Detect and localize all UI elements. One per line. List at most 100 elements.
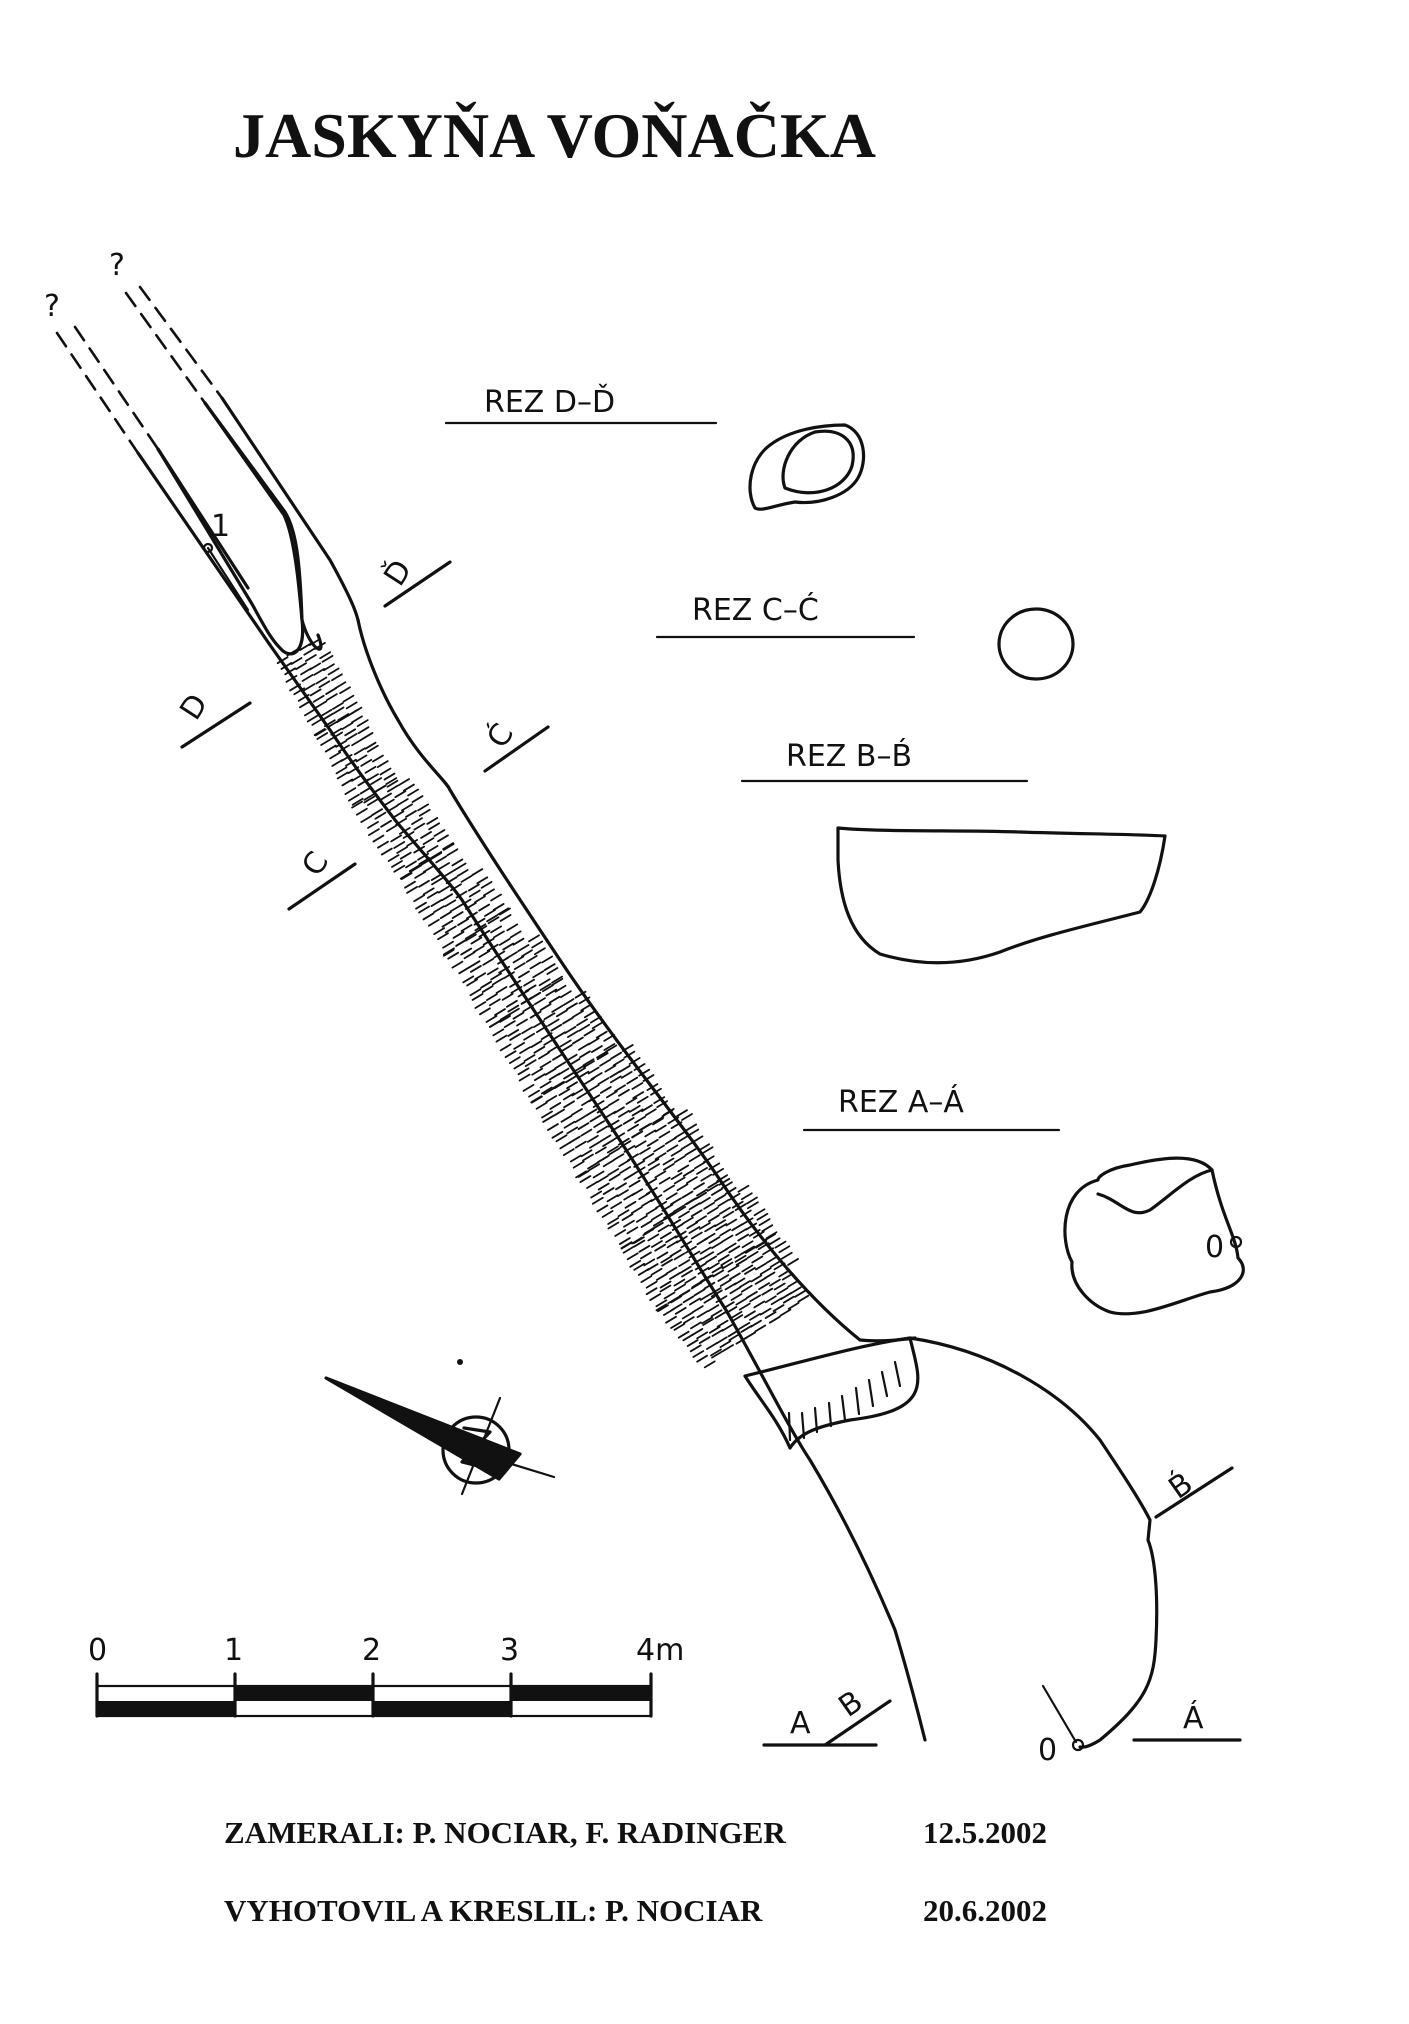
hatch-stroke — [357, 726, 370, 735]
hatch-stroke — [633, 1166, 646, 1175]
hatch-stroke — [422, 912, 435, 921]
cross-section-b-shape — [836, 826, 1167, 965]
hatch-stroke — [746, 1196, 758, 1205]
hatch-stroke — [428, 822, 441, 831]
hatch-stroke — [490, 893, 502, 902]
hatch-stroke — [562, 1148, 575, 1157]
hatch-stroke — [646, 1083, 659, 1091]
hatch-stroke — [492, 1028, 505, 1037]
hatch-stroke — [574, 1140, 587, 1149]
scale-label-4m: 4m — [636, 1633, 684, 1668]
hatch-stroke — [320, 738, 333, 746]
hatch-stroke — [284, 667, 297, 676]
hatch-stroke — [321, 654, 334, 663]
hatch-stroke — [392, 810, 405, 819]
hatch-stroke — [660, 1255, 673, 1264]
hatch-stroke — [707, 1262, 720, 1271]
hatch-stroke — [472, 945, 485, 954]
hatch-stroke — [710, 1309, 723, 1318]
hatch-stroke — [740, 1192, 753, 1201]
hatch-stroke — [754, 1262, 767, 1271]
hatch-stroke — [647, 1158, 660, 1166]
hatch-stroke — [612, 1153, 625, 1162]
hatch-stroke — [413, 894, 426, 903]
hatch-stroke — [702, 1155, 715, 1164]
hatch-stroke — [673, 1322, 686, 1331]
hatch-stroke — [564, 1025, 577, 1034]
hatch-stroke — [730, 1293, 743, 1301]
hatch-stroke — [482, 957, 495, 966]
hatch-stroke — [363, 795, 376, 804]
hatch-stroke — [610, 1201, 623, 1210]
hatch-stroke — [447, 951, 460, 960]
hatch-stroke — [297, 693, 310, 702]
hatch-stroke — [733, 1277, 746, 1286]
hatch-stroke — [345, 758, 357, 767]
hatch-stroke — [778, 1245, 791, 1254]
hatch-stroke — [574, 1067, 587, 1075]
hatch-stroke — [602, 1159, 615, 1168]
hatch-stroke — [607, 1221, 620, 1230]
hatch-stroke — [674, 1206, 687, 1214]
hatch-stroke — [548, 995, 561, 1004]
hatch-stroke — [320, 708, 333, 717]
hatch-stroke — [717, 1254, 730, 1262]
hatch-stroke — [681, 1216, 694, 1225]
hatch-stroke — [529, 961, 542, 970]
hatch-stroke — [435, 855, 448, 864]
hatch-stroke — [768, 1237, 781, 1246]
hatch-stroke — [696, 1310, 709, 1319]
hatch-stroke — [469, 988, 482, 997]
hatch-stroke — [427, 918, 440, 927]
hatch-stroke — [493, 930, 505, 939]
hatch-stroke — [721, 1234, 734, 1243]
hatch-stroke — [667, 1116, 680, 1125]
hatch-stroke — [657, 1304, 669, 1313]
hatch-stroke — [663, 1211, 676, 1219]
hatch-stroke — [490, 925, 503, 934]
hatch-stroke — [547, 1018, 560, 1027]
hatch-stroke — [657, 1224, 670, 1233]
hatch-stroke — [405, 810, 417, 818]
hatch-stroke — [698, 1196, 711, 1205]
hatch-stroke — [563, 1092, 575, 1101]
hatch-stroke — [634, 1115, 647, 1124]
hatch-stroke — [633, 1160, 646, 1168]
hatch-stroke — [714, 1311, 727, 1320]
hatch-stroke — [633, 1262, 646, 1271]
hatch-stroke — [650, 1087, 662, 1096]
hatch-stroke — [531, 1067, 544, 1076]
hatch-stroke — [498, 965, 510, 974]
hatch-stroke — [764, 1233, 776, 1241]
hatch-stroke — [318, 680, 331, 689]
hatch-stroke — [547, 1045, 560, 1054]
hatch-stroke — [674, 1306, 687, 1315]
hatch-stroke — [554, 984, 567, 993]
hatch-stroke — [645, 1280, 658, 1289]
hatch-stroke — [774, 1240, 787, 1249]
hatch-stroke — [569, 1154, 582, 1163]
hatch-stroke — [735, 1258, 748, 1266]
hatch-stroke — [589, 1015, 602, 1024]
hatch-stroke — [316, 732, 329, 740]
hatch-stroke — [619, 1166, 632, 1174]
hatch-stroke — [744, 1267, 756, 1275]
section-d-line — [180, 701, 252, 749]
hatch-stroke — [383, 772, 396, 781]
hatch-stroke — [276, 656, 289, 665]
hatch-stroke — [524, 984, 537, 993]
hatch-stroke — [695, 1215, 707, 1224]
hatch-stroke — [691, 1135, 704, 1144]
hatch-stroke — [654, 1152, 667, 1161]
hatch-stroke — [559, 990, 572, 999]
hatch-stroke — [643, 1258, 656, 1267]
hatch-stroke — [345, 732, 358, 741]
section-d-prime-line — [383, 560, 452, 608]
hatch-stroke — [314, 728, 327, 737]
question-mark-right: ? — [109, 248, 125, 283]
hatch-stroke — [565, 1002, 578, 1011]
hatch-stroke — [681, 1269, 693, 1278]
hatch-stroke — [686, 1339, 699, 1347]
hatch-stroke — [418, 905, 431, 914]
